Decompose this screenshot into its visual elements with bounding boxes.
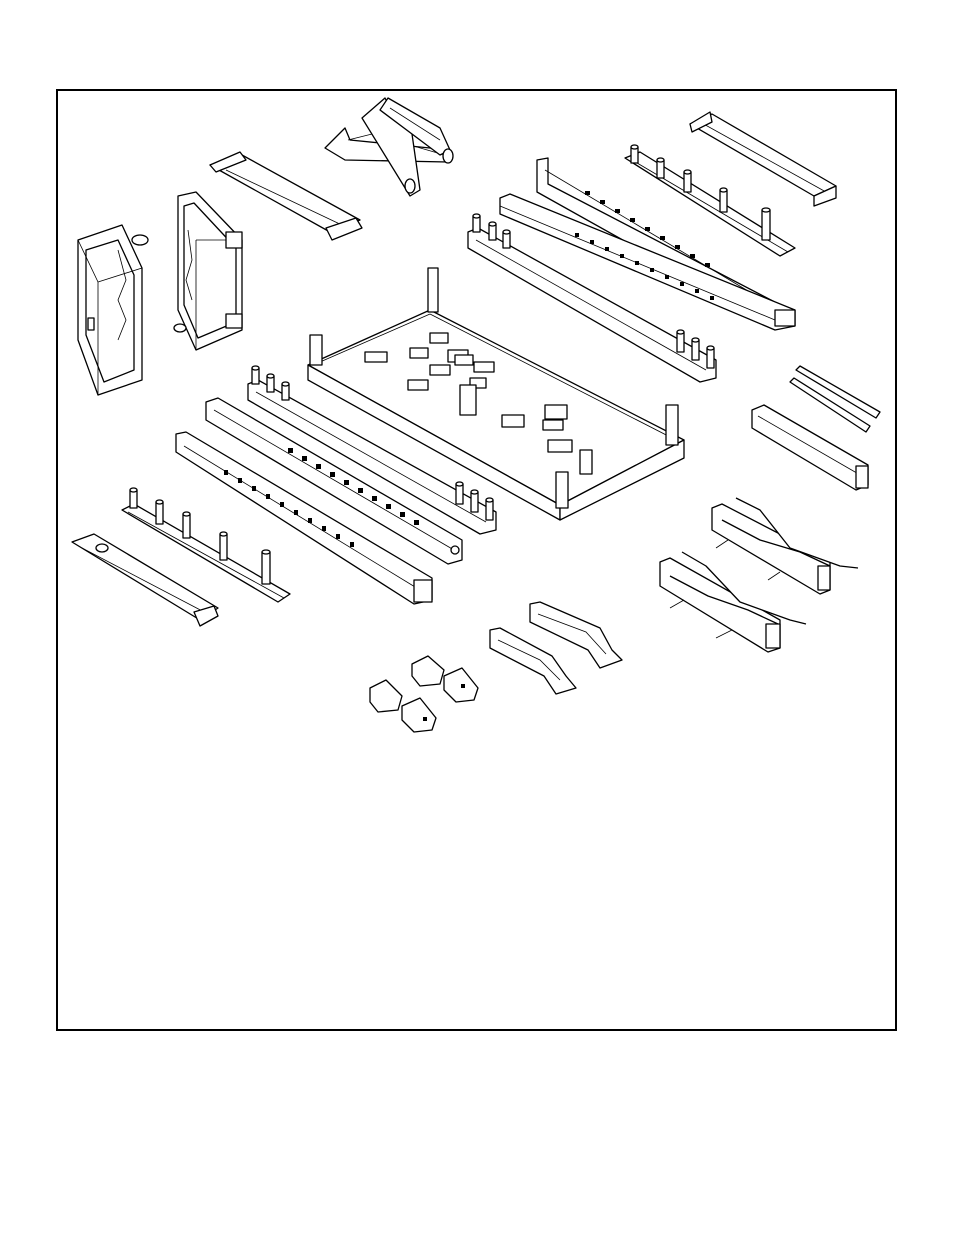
top-crossbeam-right (689, 111, 837, 207)
top-crossbeam-left (209, 151, 363, 241)
pull-up-handle-upper (711, 497, 859, 595)
weight-horn-beam-top (624, 144, 796, 257)
base-platform (307, 267, 685, 521)
diagram-frame (56, 89, 897, 1031)
weight-horn-beam-lower (121, 487, 291, 603)
bottom-crossbeam-left (71, 533, 219, 627)
short-crossbeam-right (751, 404, 869, 491)
spotter-arm-lower-pair (489, 601, 623, 695)
spotter-arm-upper-pair (324, 97, 454, 197)
long-side-beam-upper (499, 193, 796, 331)
weight-horn-rail-upper (467, 213, 717, 383)
pull-up-handle-lower (659, 551, 807, 653)
safety-strap-rails (789, 365, 881, 433)
j-hook-rail-middle (205, 397, 463, 565)
left-upright-frame (77, 224, 149, 396)
j-hooks-set (369, 655, 479, 733)
right-upright-frame (173, 191, 243, 351)
long-side-beam-lower (175, 431, 433, 605)
weight-horn-rail-lower (247, 365, 497, 535)
